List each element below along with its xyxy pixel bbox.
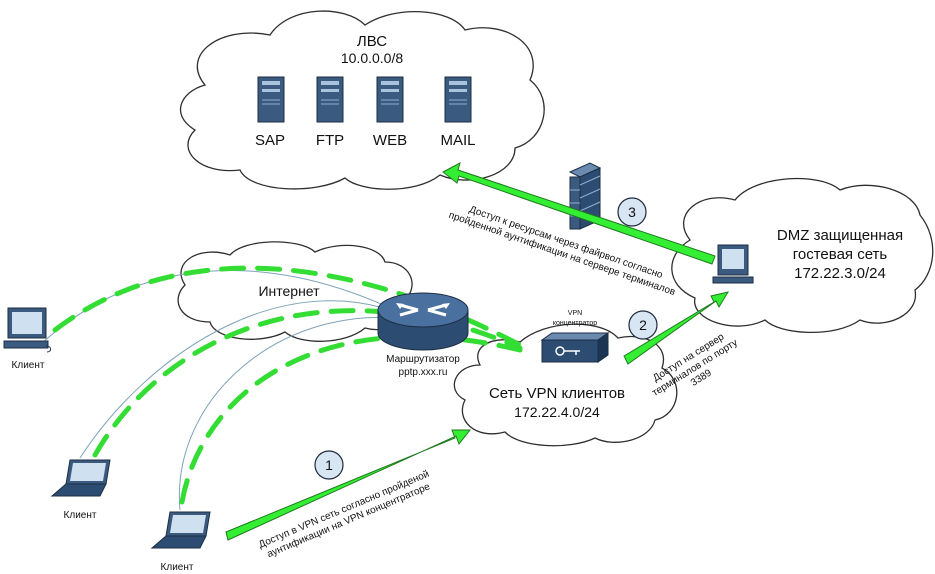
server-mail: MAIL — [440, 76, 476, 149]
laptop-icon — [50, 459, 111, 497]
step-badge-3: 3 — [617, 197, 647, 227]
arrow-step-2 — [623, 291, 730, 365]
server-icon — [257, 76, 285, 123]
laptop-icon — [150, 511, 211, 549]
client-2: Клиент — [50, 459, 111, 521]
vpn-concentrator-label-2: концентратор — [553, 320, 597, 327]
dmz-cloud — [671, 177, 934, 334]
router-icon — [377, 292, 469, 351]
server-label-ftp: FTP — [316, 132, 344, 149]
lan-subnet: 10.0.0.0/8 — [341, 50, 403, 66]
svg-text:1: 1 — [325, 457, 333, 473]
desktop-computer-icon — [3, 307, 52, 353]
server-icon — [444, 76, 472, 123]
router: Маршрутизатор pptp.xxx.ru — [377, 292, 469, 378]
internet-label: Интернет — [258, 283, 320, 299]
server-label-mail: MAIL — [440, 132, 475, 149]
svg-text:2: 2 — [639, 317, 647, 333]
step-3-caption-line2: пройденной аунтификации на сервере терми… — [447, 209, 677, 298]
svg-text:3: 3 — [628, 204, 636, 220]
client-3: Клиент — [150, 511, 211, 573]
server-ftp: FTP — [316, 76, 344, 149]
server-sap: SAP — [255, 76, 285, 149]
vpn-clients-cloud — [453, 323, 678, 447]
server-icon — [316, 76, 344, 123]
vpn-net-title: Сеть VPN клиентов — [489, 385, 625, 402]
router-hostname: pptp.xxx.ru — [399, 367, 448, 378]
step-badge-1: 1 — [314, 450, 344, 480]
server-label-sap: SAP — [255, 132, 285, 149]
dmz-subnet: 172.22.3.0/24 — [794, 265, 886, 282]
lan-cloud — [180, 10, 545, 190]
server-icon — [376, 76, 404, 123]
vpn-net-subnet: 172.22.4.0/24 — [514, 404, 600, 420]
cable-client-3 — [178, 316, 416, 511]
computer-icon — [712, 244, 754, 284]
arrow-step-3 — [442, 162, 716, 265]
vpn-concentrator: VPN концентратор — [540, 310, 610, 363]
vpn-concentrator-icon — [540, 332, 610, 363]
router-label: Маршрутизатор — [386, 354, 460, 365]
server-label-web: WEB — [373, 132, 407, 149]
vpn-concentrator-label-1: VPN — [568, 310, 582, 317]
server-web: WEB — [373, 76, 407, 149]
cable-client-2 — [79, 300, 416, 459]
step-1-caption-line2: аунтификации на VPN концентраторе — [265, 480, 432, 560]
dmz-line1: DMZ защищенная — [777, 227, 903, 244]
terminal-server-computer — [712, 244, 754, 284]
client-1: Клиент — [3, 307, 52, 371]
arrow-step-1 — [225, 429, 472, 541]
client-2-label: Клиент — [64, 510, 97, 521]
client-3-label: Клиент — [161, 562, 194, 573]
lan-title: ЛВС — [357, 33, 387, 50]
client-1-label: Клиент — [12, 360, 45, 371]
step-badge-2: 2 — [628, 310, 658, 340]
dmz-line2: гостевая сеть — [793, 246, 888, 263]
